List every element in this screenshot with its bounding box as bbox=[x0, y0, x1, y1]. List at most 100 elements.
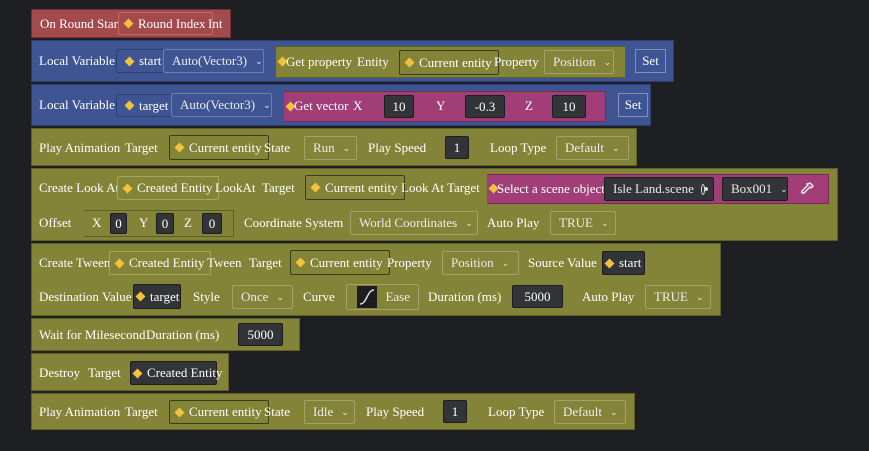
chevron-down-icon: ⌄ bbox=[341, 406, 349, 417]
duration-label: Duration (ms) bbox=[146, 327, 220, 342]
target-entity-value: Current entity bbox=[189, 404, 262, 419]
state-value: Idle bbox=[313, 404, 334, 419]
variable-type-value: Auto(Vector3) bbox=[172, 53, 248, 68]
created-entity-chip[interactable]: Created Entity bbox=[109, 251, 212, 275]
local-variable-start-block[interactable]: Local Variable start Auto(Vector3) ⌄ Get… bbox=[31, 40, 674, 82]
vector-z-input[interactable]: 10 bbox=[552, 95, 586, 118]
created-entity-value: Created Entity bbox=[137, 180, 213, 195]
eyedropper-icon[interactable] bbox=[796, 178, 818, 200]
destroy-block[interactable]: Destroy Target Created Entity bbox=[31, 353, 229, 391]
property-label: Property bbox=[494, 54, 539, 69]
variable-type-dropdown[interactable]: Auto(Vector3) ⌄ bbox=[163, 49, 264, 73]
style-dropdown[interactable]: Once ⌄ bbox=[232, 285, 293, 309]
ease-curve-icon bbox=[357, 286, 378, 308]
target-label: Target bbox=[249, 255, 282, 270]
chevron-down-icon: ⌄ bbox=[695, 291, 704, 302]
offset-z-input[interactable]: 0 bbox=[202, 213, 222, 234]
auto-play-dropdown[interactable]: TRUE ⌄ bbox=[645, 285, 711, 309]
round-index-param[interactable]: Round Index bbox=[118, 12, 213, 35]
created-entity-value: Created Entity bbox=[129, 255, 205, 270]
variable-name-chip[interactable]: start bbox=[116, 49, 169, 73]
loop-type-label: Loop Type bbox=[488, 404, 545, 419]
wait-milesecond-block[interactable]: Wait for Milesecond Duration (ms) 5000 bbox=[31, 318, 300, 351]
lookat-label: LookAt bbox=[215, 180, 256, 195]
diamond-connector-icon bbox=[604, 258, 615, 268]
loop-type-dropdown[interactable]: Default ⌄ bbox=[554, 400, 626, 424]
chevron-down-icon: ⌄ bbox=[342, 142, 351, 153]
target-entity-chip[interactable]: Current entity bbox=[169, 400, 269, 424]
set-button[interactable]: Set bbox=[618, 93, 648, 117]
chevron-down-icon: ⌄ bbox=[600, 217, 609, 228]
vector-z-label: Z bbox=[525, 98, 533, 113]
created-entity-chip[interactable]: Created Entity bbox=[117, 176, 220, 200]
target-entity-value: Created Entity bbox=[147, 365, 223, 380]
target-entity-value: Current entity bbox=[325, 179, 398, 195]
property-dropdown[interactable]: Position ⌄ bbox=[544, 50, 614, 74]
offset-x-input[interactable]: 0 bbox=[110, 213, 127, 234]
loop-type-label: Loop Type bbox=[490, 140, 547, 155]
offset-y-input[interactable]: 0 bbox=[156, 213, 174, 234]
object-value: Box001 bbox=[731, 181, 773, 196]
curve-picker[interactable]: Ease bbox=[346, 284, 419, 310]
target-entity-chip[interactable]: Current entity bbox=[290, 250, 390, 275]
target-entity-value: Current entity bbox=[310, 254, 383, 270]
state-dropdown[interactable]: Run ⌄ bbox=[304, 136, 357, 160]
variable-name-chip[interactable]: target bbox=[116, 94, 176, 117]
object-dropdown[interactable]: Box001 ⌄ bbox=[722, 177, 788, 201]
diamond-connector-icon bbox=[404, 57, 415, 68]
offset-vector-block[interactable]: X 0 Y 0 Z 0 bbox=[84, 210, 234, 237]
state-dropdown[interactable]: Idle ⌄ bbox=[304, 400, 355, 424]
set-button[interactable]: Set bbox=[635, 49, 666, 73]
diamond-connector-icon bbox=[174, 142, 185, 153]
variable-name: start bbox=[139, 53, 162, 68]
play-animation-run-block[interactable]: Play Animation Target Current entity Sta… bbox=[31, 128, 637, 166]
set-label: Set bbox=[624, 97, 642, 112]
offset-y-label: Y bbox=[139, 215, 149, 230]
scene-picker[interactable]: Isle Land.scene bbox=[604, 177, 714, 201]
chevron-down-icon: ⌄ bbox=[501, 257, 510, 268]
destination-value-chip[interactable]: target bbox=[133, 284, 181, 309]
duration-input[interactable]: 5000 bbox=[238, 323, 283, 346]
event-block-on-round-start[interactable]: On Round Start Round Index Int bbox=[31, 9, 231, 38]
source-value-chip[interactable]: start bbox=[602, 251, 645, 275]
get-vector-block[interactable]: Get vector X 10 Y -0.3 Z 10 bbox=[284, 91, 606, 122]
state-label: State bbox=[264, 140, 290, 155]
play-animation-idle-block[interactable]: Play Animation Target Current entity Sta… bbox=[31, 393, 635, 430]
target-entity-chip[interactable]: Current entity bbox=[305, 175, 405, 200]
create-look-at-block[interactable]: Create Look At Created Entity LookAt Tar… bbox=[31, 168, 838, 241]
play-speed-input[interactable]: 1 bbox=[443, 400, 467, 423]
create-tween-block[interactable]: Create Tween Created Entity Tween Target… bbox=[31, 243, 721, 316]
duration-input[interactable]: 5000 bbox=[512, 285, 563, 308]
variable-name: target bbox=[139, 97, 169, 113]
loop-type-dropdown[interactable]: Default ⌄ bbox=[556, 136, 629, 160]
play-animation-label: Play Animation bbox=[39, 404, 121, 419]
target-label: Target bbox=[125, 404, 158, 419]
auto-play-dropdown[interactable]: TRUE ⌄ bbox=[550, 211, 616, 235]
local-variable-target-block[interactable]: Local Variable target Auto(Vector3) ⌄ Ge… bbox=[31, 84, 651, 126]
vector-y-input[interactable]: -0.3 bbox=[465, 95, 505, 118]
get-property-block[interactable]: Get property Entity Current entity Prope… bbox=[276, 46, 626, 78]
variable-type-dropdown[interactable]: Auto(Vector3) ⌄ bbox=[171, 93, 272, 117]
chevron-down-icon: ⌄ bbox=[603, 56, 612, 67]
target-label: Target bbox=[125, 140, 158, 155]
select-scene-object-block[interactable]: Select a scene object Isle Land.scene Bo… bbox=[487, 174, 829, 204]
set-label: Set bbox=[642, 53, 659, 68]
diamond-connector-icon bbox=[135, 291, 146, 302]
vector-x-label: X bbox=[353, 98, 363, 113]
vector-x-input[interactable]: 10 bbox=[384, 95, 414, 118]
target-entity-chip[interactable]: Created Entity bbox=[130, 361, 222, 385]
state-label: State bbox=[264, 404, 290, 419]
entity-value-chip[interactable]: Current entity bbox=[399, 50, 499, 75]
target-entity-chip[interactable]: Current entity bbox=[169, 135, 269, 160]
play-speed-input[interactable]: 1 bbox=[445, 136, 469, 159]
coordinate-system-dropdown[interactable]: World Coordinates ⌄ bbox=[350, 211, 478, 235]
property-dropdown[interactable]: Position ⌄ bbox=[442, 251, 519, 275]
diamond-connector-icon bbox=[124, 100, 135, 111]
chevron-down-icon: ⌄ bbox=[263, 99, 271, 110]
duration-label: Duration (ms) bbox=[428, 289, 502, 304]
auto-play-value: TRUE bbox=[559, 215, 593, 230]
variable-type-value: Auto(Vector3) bbox=[180, 97, 256, 112]
coordinate-system-value: World Coordinates bbox=[359, 215, 458, 230]
local-variable-label: Local Variable bbox=[39, 97, 115, 112]
diamond-connector-icon bbox=[132, 368, 143, 378]
